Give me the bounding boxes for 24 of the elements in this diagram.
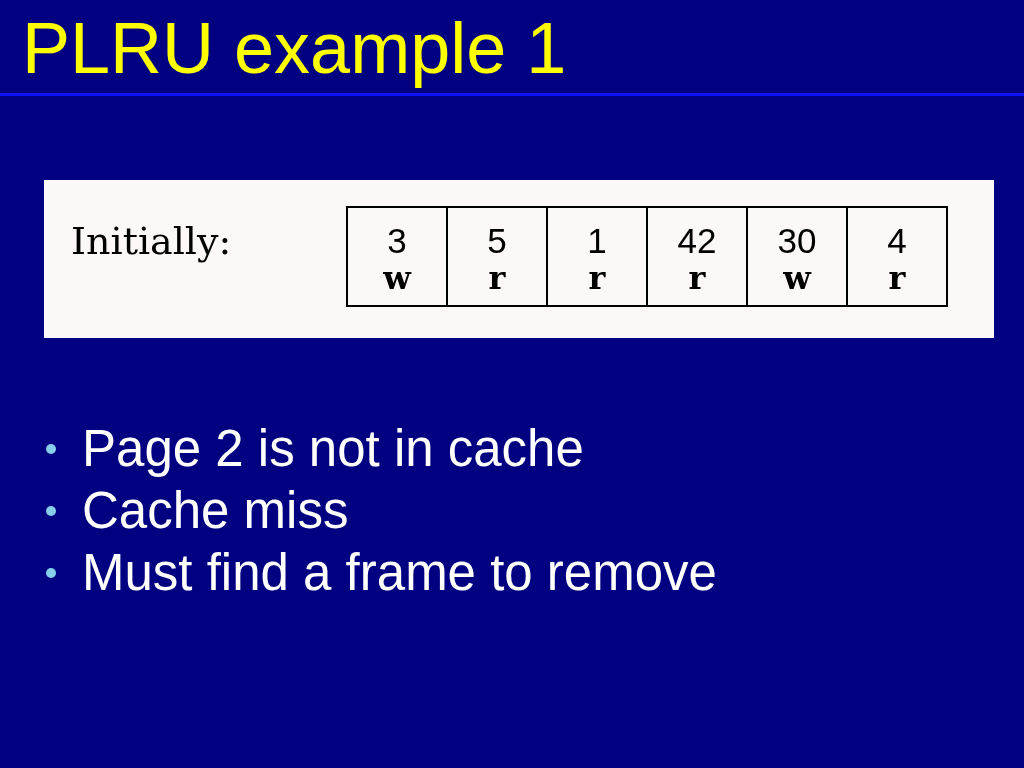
memory-frame [346,206,448,307]
access-label: r [488,260,506,296]
access-label: r [588,260,606,296]
memory-frame [446,206,548,307]
memory-frame [546,206,648,307]
page-number: 4 [887,222,907,260]
bullet-text: Must find a frame to remove [82,543,717,603]
memory-frame [746,206,848,307]
page-number: 30 [777,222,817,260]
page-number: 5 [487,222,507,260]
page-number: 42 [677,222,717,260]
memory-frame [646,206,748,307]
state-panel [44,180,994,338]
row-label: Initially: [71,218,232,264]
access-label: r [888,260,906,296]
bullet-text: Page 2 is not in cache [82,419,584,479]
slide-title: PLRU example 1 [22,8,567,88]
page-number: 1 [587,222,607,260]
access-label: r [688,260,706,296]
access-label: w [783,260,811,296]
access-label: w [383,260,411,296]
page-number: 3 [387,222,407,260]
bullet-text: Cache miss [82,481,349,541]
memory-frame [846,206,948,307]
